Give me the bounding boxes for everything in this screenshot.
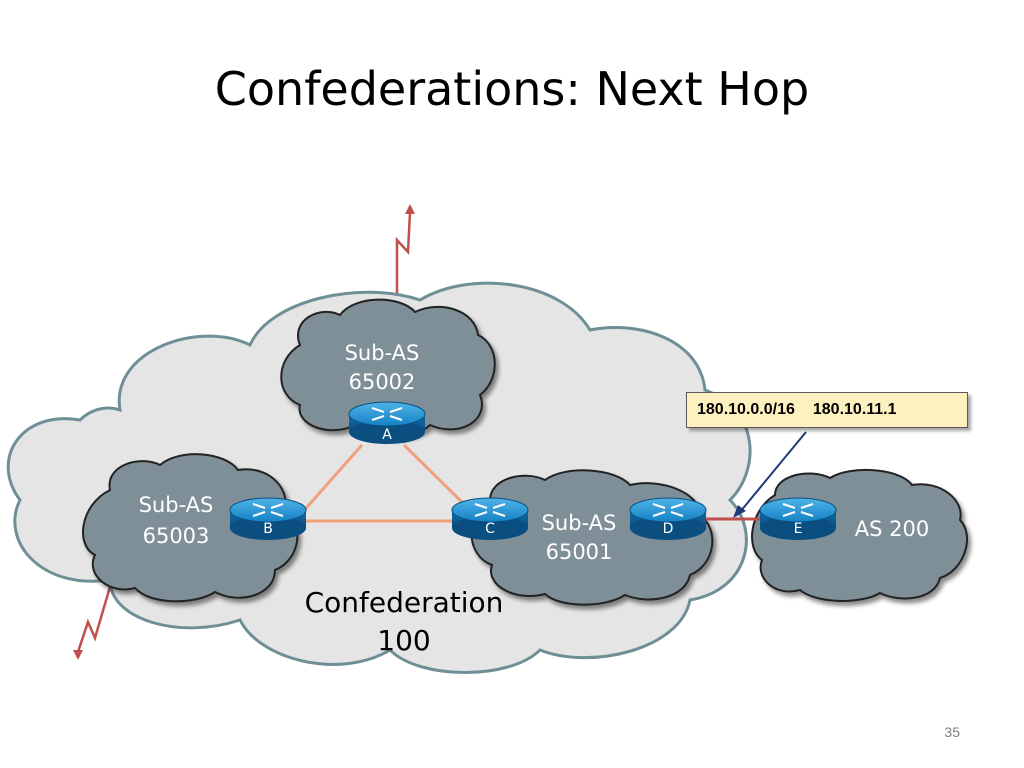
router-a[interactable]: A <box>348 401 426 444</box>
router-d[interactable]: D <box>629 497 707 540</box>
external-link-top <box>395 211 412 298</box>
sub-as-65002-label-line1: Sub-AS <box>345 341 420 365</box>
confederation-label-line1: Confederation <box>305 586 504 619</box>
router-arrows-icon <box>371 407 403 421</box>
router-d-label: D <box>663 521 674 537</box>
confederation-label-line2: 100 <box>377 624 430 657</box>
route-entry-callout: 180.10.0.0/16 180.10.11.1 <box>686 392 968 428</box>
router-b-label: B <box>263 521 273 537</box>
router-b[interactable]: B <box>229 497 307 540</box>
router-c-label: C <box>485 521 495 537</box>
router-arrows-icon <box>252 503 284 517</box>
link-a-c <box>402 443 472 512</box>
route-next-hop: 180.10.11.1 <box>812 401 897 418</box>
sub-as-65001-label-line2: 65001 <box>546 540 613 564</box>
callout-arrowhead-icon <box>733 505 746 518</box>
callout-pointer <box>739 431 807 513</box>
slide-title: Confederations: Next Hop <box>214 62 810 116</box>
router-arrows-icon <box>474 503 506 517</box>
sub-as-65002-label-line2: 65002 <box>349 370 416 394</box>
route-prefix: 180.10.0.0/16 <box>697 401 795 418</box>
page-number: 35 <box>944 724 960 740</box>
router-c[interactable]: C <box>451 497 529 540</box>
external-link-bottom <box>76 579 114 653</box>
sub-as-65003-label-line1: Sub-AS <box>139 493 214 517</box>
as-200-label: AS 200 <box>855 517 929 541</box>
sub-as-65003-cloud <box>82 453 299 603</box>
router-arrows-icon <box>652 503 684 517</box>
arrow-up-icon <box>405 204 415 214</box>
router-a-label: A <box>382 427 392 443</box>
link-a-b <box>298 444 364 516</box>
sub-as-65002-cloud <box>280 298 496 438</box>
router-e[interactable]: E <box>759 497 837 540</box>
router-e-label: E <box>794 521 803 537</box>
sub-as-65001-label-line1: Sub-AS <box>542 511 617 535</box>
router-arrows-icon <box>782 503 814 517</box>
arrow-down-icon <box>73 650 83 660</box>
sub-as-65003-label-line2: 65003 <box>143 524 210 548</box>
